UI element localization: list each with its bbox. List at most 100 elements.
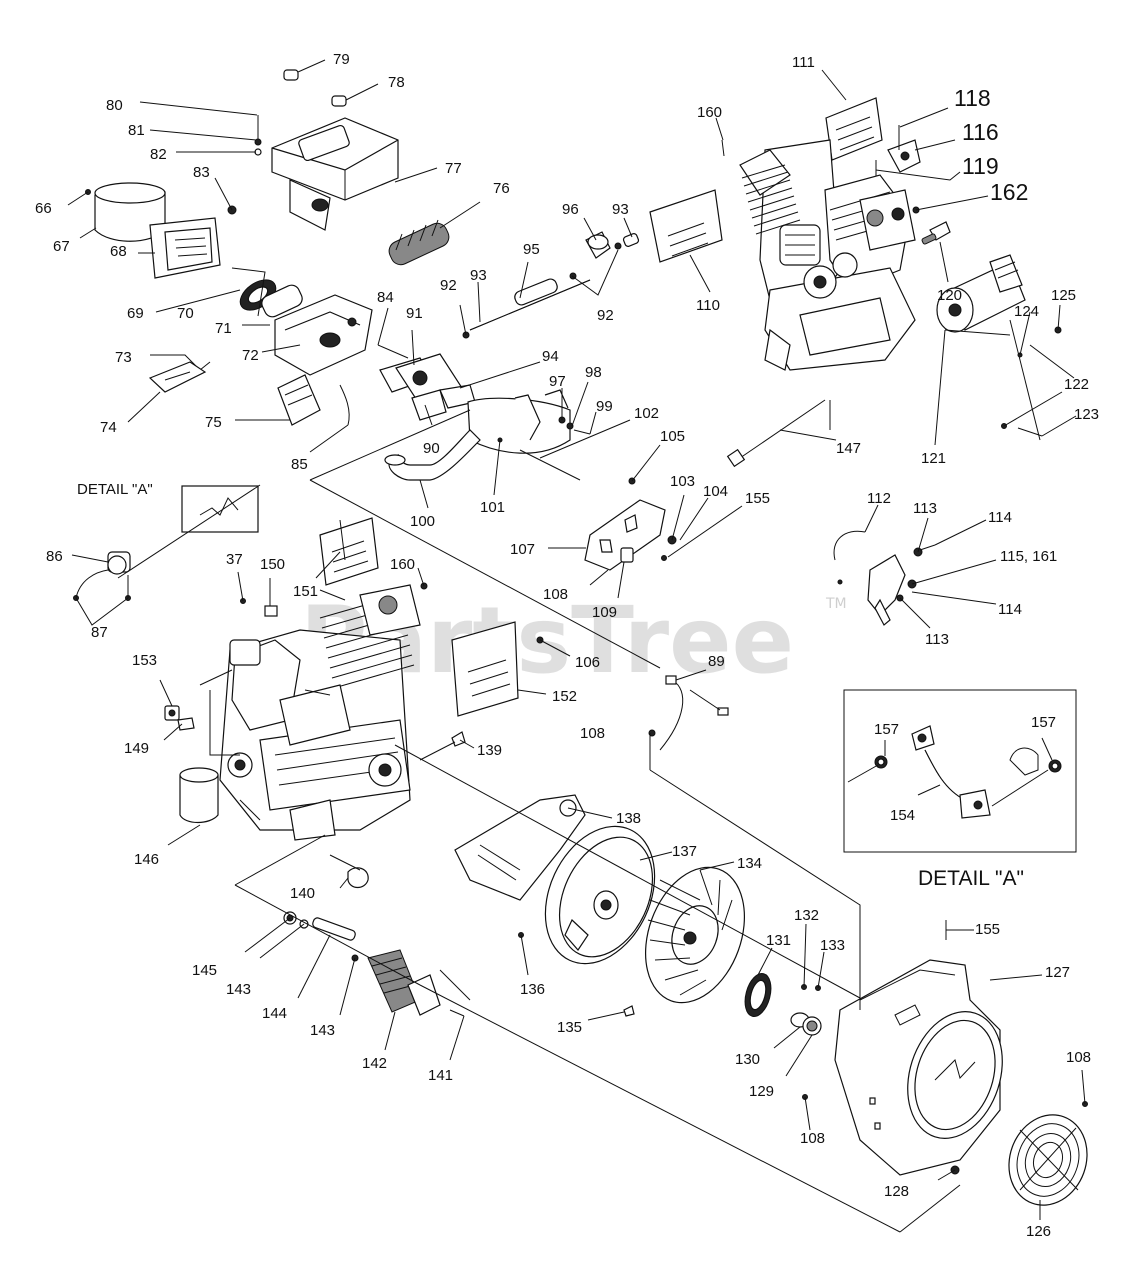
label-101: 101 — [480, 499, 505, 516]
lower-small-parts — [164, 582, 729, 889]
flywheel — [544, 825, 656, 965]
label-121: 121 — [921, 450, 946, 467]
label-66: 66 — [35, 200, 52, 217]
label-146: 146 — [134, 851, 159, 868]
label-125: 125 — [1051, 287, 1076, 304]
label-140: 140 — [290, 885, 315, 902]
label-135: 135 — [557, 1019, 582, 1036]
cooling-fan — [623, 866, 746, 1017]
label-131: 131 — [766, 932, 791, 949]
label-153: 153 — [132, 652, 157, 669]
flywheel-hardware — [744, 973, 822, 1036]
blower-housing — [802, 920, 1003, 1176]
label-83: 83 — [193, 164, 210, 181]
label-143-a: 143 — [226, 981, 251, 998]
label-114-b: 114 — [998, 601, 1022, 618]
engine-lower — [219, 584, 421, 841]
label-162: 162 — [990, 179, 1028, 205]
label-75: 75 — [205, 414, 222, 431]
label-138: 138 — [616, 810, 641, 827]
flywheel-group — [454, 794, 656, 965]
label-157-b: 157 — [1031, 714, 1056, 731]
label-120: 120 — [937, 287, 962, 304]
label-112: 112 — [867, 490, 891, 507]
label-71: 71 — [215, 320, 232, 337]
label-155-b: 155 — [975, 921, 1000, 938]
label-115-161: 115, 161 — [1000, 548, 1057, 565]
breather-hose-part — [388, 219, 450, 266]
label-95: 95 — [523, 241, 540, 258]
heat-shields — [319, 97, 883, 717]
label-122: 122 — [1064, 376, 1089, 393]
label-119: 119 — [962, 153, 999, 179]
label-94: 94 — [542, 348, 559, 365]
carburetor-group — [379, 353, 591, 481]
label-160-b: 160 — [390, 556, 415, 573]
label-91: 91 — [406, 305, 423, 322]
label-113-a: 113 — [913, 500, 937, 517]
detail-a-ref-box — [181, 485, 259, 533]
label-152: 152 — [552, 688, 577, 705]
label-124: 124 — [1014, 303, 1039, 320]
label-68: 68 — [110, 243, 127, 260]
label-113-b: 113 — [925, 631, 949, 648]
governor-bracket-group — [833, 530, 936, 626]
label-128: 128 — [884, 1183, 909, 1200]
oil-filter — [179, 767, 219, 824]
label-103: 103 — [670, 473, 695, 490]
label-136: 136 — [520, 981, 545, 998]
label-134: 134 — [737, 855, 762, 872]
label-96: 96 — [562, 201, 579, 218]
exhaust-bracket — [584, 477, 677, 571]
label-127: 127 — [1045, 964, 1070, 981]
label-74: 74 — [100, 419, 117, 436]
label-108-b: 108 — [580, 725, 605, 742]
air-cleaner-group — [85, 69, 450, 426]
label-84: 84 — [377, 289, 394, 306]
label-76: 76 — [493, 180, 510, 197]
starter-motor — [726, 254, 1062, 468]
label-144: 144 — [262, 1005, 287, 1022]
label-93-a: 93 — [470, 267, 487, 284]
label-73: 73 — [115, 349, 132, 366]
label-67: 67 — [53, 238, 70, 255]
label-97: 97 — [549, 373, 566, 390]
label-157-a: 157 — [874, 721, 899, 738]
label-102: 102 — [634, 405, 659, 422]
detail-a-caption: DETAIL "A" — [918, 867, 1024, 890]
label-93-b: 93 — [612, 201, 629, 218]
label-70: 70 — [177, 305, 194, 322]
breather-hose-group — [283, 911, 465, 1017]
watermark-tm: TM — [825, 596, 847, 612]
label-69: 69 — [127, 305, 144, 322]
label-99: 99 — [596, 398, 613, 415]
label-155-a: 155 — [745, 490, 770, 507]
label-147: 147 — [836, 440, 861, 457]
label-80: 80 — [106, 97, 123, 114]
detail-a-box — [843, 689, 1077, 853]
label-77: 77 — [445, 160, 462, 177]
label-118: 118 — [954, 85, 991, 111]
leader-lines — [67, 59, 1086, 1233]
label-92-b: 92 — [597, 307, 614, 324]
label-139: 139 — [477, 742, 502, 759]
label-78: 78 — [388, 74, 405, 91]
label-137: 137 — [672, 843, 697, 860]
label-129: 129 — [749, 1083, 774, 1100]
label-37: 37 — [226, 551, 243, 568]
label-142: 142 — [362, 1055, 387, 1072]
label-72: 72 — [242, 347, 259, 364]
label-114-a: 114 — [988, 509, 1012, 526]
label-108-d: 108 — [800, 1130, 825, 1147]
breather-tube-group — [462, 231, 640, 339]
detail-a-reference-label: DETAIL "A" — [77, 481, 153, 498]
detail-a-sensor — [73, 551, 131, 601]
label-143-b: 143 — [310, 1022, 335, 1039]
label-81: 81 — [128, 122, 145, 139]
label-85: 85 — [291, 456, 308, 473]
label-123: 123 — [1074, 406, 1099, 423]
label-111: 111 — [792, 54, 815, 71]
label-116: 116 — [962, 119, 999, 145]
